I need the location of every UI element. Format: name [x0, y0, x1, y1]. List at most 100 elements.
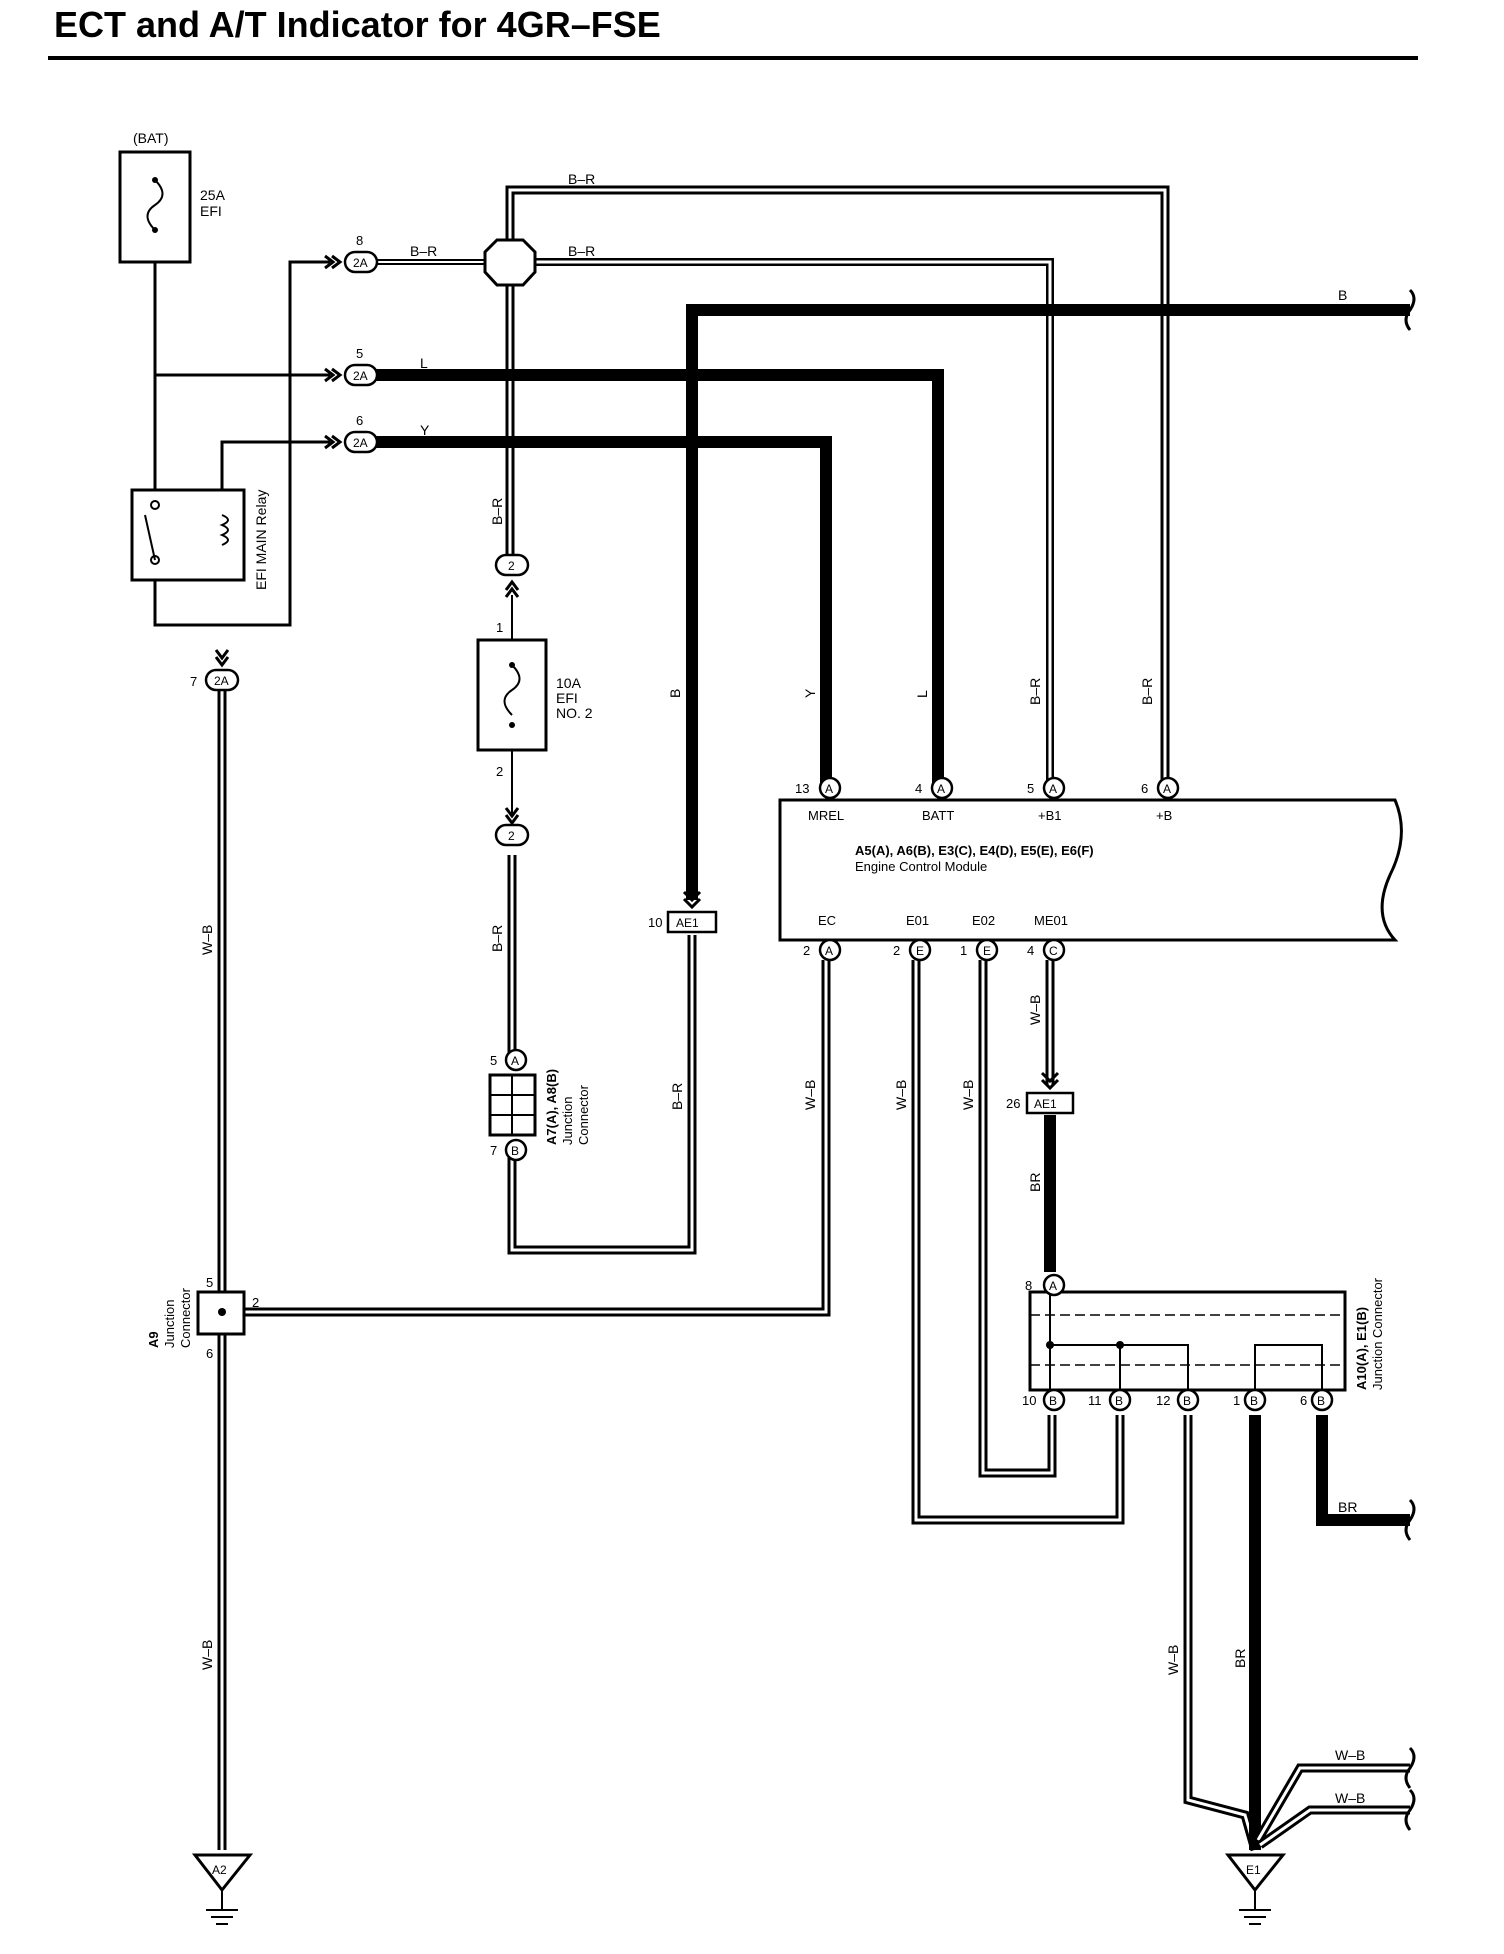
ecm-pin8-name: ME01: [1034, 913, 1068, 928]
wire-wb-pin12: [1183, 1415, 1260, 1852]
engine-control-module: [778, 798, 1403, 942]
a10-pin-1: 1: [1233, 1393, 1240, 1408]
a7-pin7: 7: [490, 1143, 497, 1158]
lbl-wb-left2: W–B: [199, 1640, 215, 1670]
jc-a10-code: A10(A), E1(B): [1354, 1307, 1369, 1390]
fuse-efi-amp: 25A: [200, 187, 226, 203]
lbl-br-pin6: BR: [1338, 1499, 1357, 1515]
lbl-l: L: [420, 355, 428, 371]
lbl-l-vert: L: [914, 690, 930, 698]
wire-l: [375, 369, 944, 786]
lbl-br-pin8: B–R: [410, 243, 437, 259]
wire-b: [686, 304, 1410, 900]
a10-pin-10: 10: [1022, 1393, 1036, 1408]
a10-b4: B: [1250, 1394, 1258, 1408]
ecm-pin5-name: EC: [818, 913, 836, 928]
ecm-pin4-num: 6: [1141, 781, 1148, 796]
jc-a9-code: A9: [146, 1331, 161, 1348]
ecm-pin5-num: 2: [803, 943, 810, 958]
a7-conn-a: A: [511, 1054, 519, 1068]
conn-ae1-bottom: AE1: [1034, 1097, 1057, 1111]
a10-pin-6: 6: [1300, 1393, 1307, 1408]
pin-ae1-26: 26: [1006, 1096, 1020, 1111]
ecm-pin1-num: 13: [795, 781, 809, 796]
fuse2-pin2: 2: [496, 764, 503, 779]
lbl-br-pin1: BR: [1232, 1649, 1248, 1668]
wire-wb-e02: [978, 960, 1057, 1478]
ecm-pin3-name: +B1: [1038, 808, 1062, 823]
lbl-br-vert3: B–R: [1139, 678, 1155, 705]
conn-ae1-top: AE1: [676, 916, 699, 930]
ecm-pin8-num: 4: [1027, 943, 1034, 958]
a10-b3: B: [1183, 1394, 1191, 1408]
wire-br-b1: [535, 258, 1054, 786]
wire-wb-e01: [911, 960, 1125, 1525]
ecm-pin8-conn: C: [1049, 944, 1058, 958]
a9-pin6: 6: [206, 1346, 213, 1361]
ecm-pin1-name: MREL: [808, 808, 844, 823]
jc-a9-line1: Junction: [162, 1300, 177, 1348]
lbl-y-vert: Y: [802, 688, 818, 698]
a10-b2: B: [1115, 1394, 1123, 1408]
jc-a9: [196, 1290, 246, 1336]
page-title: ECT and A/T Indicator for 4GR–FSE: [54, 4, 661, 45]
fuse-efi2-name: EFI: [556, 690, 578, 706]
ecm-pin2-num: 4: [915, 781, 922, 796]
lbl-wb-extra1: W–B: [1335, 1747, 1365, 1763]
fuse-efi2-no: NO. 2: [556, 705, 593, 721]
lbl-br-top: B–R: [568, 171, 595, 187]
jc-a10-name: Junction Connector: [1370, 1277, 1385, 1390]
jc-a7-line1: Junction: [560, 1097, 575, 1145]
fuse-efi2-amp: 10A: [556, 675, 582, 691]
fuse-efi-name: EFI: [200, 203, 222, 219]
a7-conn-b: B: [511, 1144, 519, 1158]
pin-2a-7: 7: [190, 674, 197, 689]
ecm-pin-circles: [818, 776, 1180, 962]
a10-conn-a: A: [1049, 1279, 1057, 1293]
jc-a9-line2: Connector: [178, 1287, 193, 1348]
lbl-br-right: B–R: [568, 243, 595, 259]
a9-pin5: 5: [206, 1275, 213, 1290]
conn-2a-pin5: 2A: [353, 369, 368, 383]
ecm-pin4-name: +B: [1156, 808, 1172, 823]
conn-2-top: 2: [508, 559, 515, 573]
wire-br-pin6: [1316, 1415, 1410, 1526]
pin-ae1-10: 10: [648, 915, 662, 930]
lbl-b-vert: B: [667, 689, 683, 698]
bat-label: (BAT): [133, 130, 169, 146]
wire-br-loop: [507, 935, 697, 1255]
jc-a7-code: A7(A), A8(B): [544, 1069, 559, 1145]
lbl-wb-me01: W–B: [1027, 995, 1043, 1025]
jc-a10: [1028, 1290, 1347, 1392]
ecm-pin7-num: 1: [960, 943, 967, 958]
lbl-wb-pin12: W–B: [1165, 1645, 1181, 1675]
a10-b5: B: [1317, 1394, 1325, 1408]
lbl-br-ae1: BR: [1027, 1173, 1043, 1192]
fuse-efi-no2: [476, 638, 548, 752]
ground-a2-label: A2: [212, 1863, 227, 1877]
wire-breaks: [1404, 288, 1416, 1831]
ecm-name: Engine Control Module: [855, 859, 987, 874]
connector-tags: [204, 250, 1075, 1115]
ecm-pin1-conn: A: [825, 782, 833, 796]
relay-label: EFI MAIN Relay: [253, 490, 269, 590]
a10-b1: B: [1049, 1394, 1057, 1408]
lbl-wb-e01: W–B: [893, 1080, 909, 1110]
a10-pin-12: 12: [1156, 1393, 1170, 1408]
ground-a2: [191, 1853, 254, 1925]
lbl-br-vert2: B–R: [1027, 678, 1043, 705]
a7-pin5: 5: [490, 1053, 497, 1068]
a10-bottom-pin-circles: [1042, 1388, 1334, 1412]
wire-y: [375, 436, 832, 786]
ecm-codes: A5(A), A6(B), E3(C), E4(D), E5(E), E6(F): [855, 843, 1094, 858]
a7-pin-a: [504, 1048, 528, 1072]
ecm-pin5-conn: A: [825, 944, 833, 958]
lbl-br-vert4: B–R: [489, 925, 505, 952]
ecm-pin2-name: BATT: [922, 808, 954, 823]
lbl-br-vert5: B–R: [669, 1083, 685, 1110]
lbl-wb-left1: W–B: [199, 925, 215, 955]
title-rule: [48, 56, 1418, 60]
fuse-efi: [118, 150, 192, 264]
jc-a7: [488, 1073, 537, 1137]
splice-point: [483, 238, 537, 287]
